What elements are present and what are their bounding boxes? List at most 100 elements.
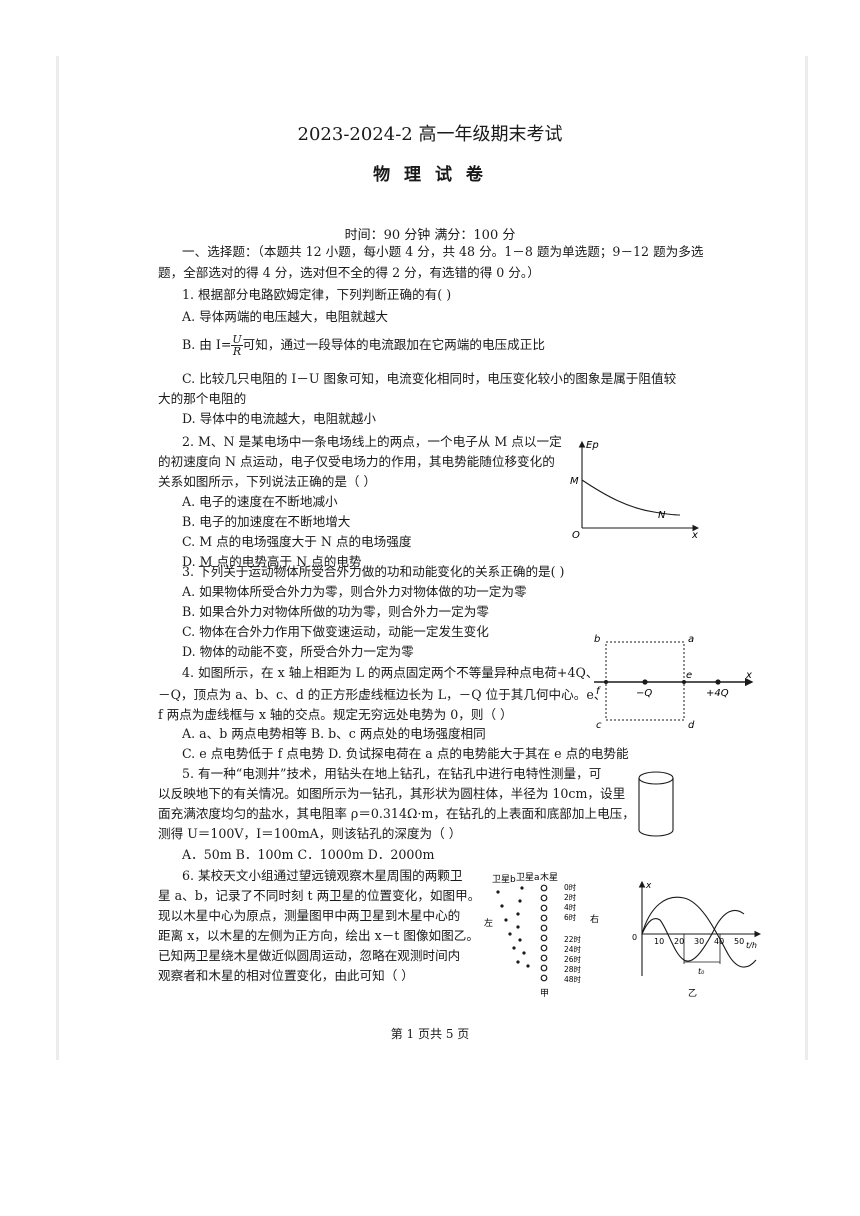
jupiter-position-dot: [540, 904, 548, 912]
q4-stem-line-1: 4. 如图所示，在 x 轴上相距为 L 的两点固定两个不等量异种点电荷+4Q、: [182, 665, 599, 680]
q4-charge-diagram: b a c d e f −Q +4Q x: [594, 634, 754, 731]
q4-options-ab: A. a、b 两点电势相等 B. b、c 两点处的电场强度相同: [182, 726, 486, 741]
q4-stem-line-3: f 两点为虚线框与 x 轴的交点。规定无穷远处电势为 0，则（ ）: [158, 707, 513, 722]
satellite-dot-columns: [496, 884, 548, 982]
q2-origin: O: [572, 530, 580, 540]
tick-label: 50: [734, 937, 744, 946]
satellite-a-dot: [522, 951, 526, 955]
fraction-numerator: U: [231, 333, 243, 346]
q2-ep-curve: [581, 479, 681, 516]
label-left: 左: [484, 917, 493, 929]
q3-option-b: B. 如果合外力对物体所做的功为零，则合外力一定为零: [182, 604, 489, 619]
q2-option-c: C. M 点的电场强度大于 N 点的电场强度: [182, 534, 412, 549]
exam-title: 2023-2024-2 高一年级期末考试: [297, 124, 563, 145]
section-instruction-line-2: 题，全部选对的得 4 分，选对但不全的得 2 分，有选错的得 0 分。）: [158, 265, 540, 280]
q4-negative-charge-dot: [642, 679, 648, 685]
satellite-a-dot: [520, 886, 524, 890]
time-label: 26时: [564, 954, 582, 964]
q1-option-d: D. 导体中的电流越大，电阻就越小: [182, 411, 376, 426]
q6-stem-line-2: 星 a、b，记录了不同时刻 t 两卫星的位置变化，如图甲。: [158, 888, 481, 903]
q2-option-b: B. 电子的加速度在不断地增大: [182, 514, 351, 529]
q6-stem-line-5: 已知两卫星绕木星做近似圆周运动，忽略在观测时间内: [158, 948, 461, 963]
satellite-a-dot: [526, 964, 530, 968]
q1-option-c-line-1: C. 比较几只电阻的 I－U 图象可知，电流变化相同时，电压变化较小的图象是属于…: [182, 371, 677, 386]
time-label: 0时: [564, 882, 577, 892]
time-label: 4时: [564, 902, 577, 912]
time-label: 2时: [564, 892, 577, 902]
t0-label: t₀: [698, 967, 705, 976]
tick-label: 40: [714, 937, 724, 946]
satellite-b-dot: [500, 904, 504, 908]
q2-stem-line-1: 2. M、N 是某电场中一条电场线上的两点，一个电子从 M 点以一定: [182, 434, 562, 449]
jupiter-position-dot: [540, 894, 548, 902]
q5-options: A．50m B．100m C．1000m D．2000m: [182, 847, 435, 862]
satellite-a-curve: [641, 896, 757, 968]
q6-stem-line-6: 观察者和木星的相对位置变化，由此可知（ ）: [158, 968, 414, 983]
jupiter-position-dot: [540, 914, 548, 922]
jupiter-position-dot: [540, 954, 548, 962]
q3-option-c: C. 物体在合外力作用下做变速运动，动能一定发生变化: [182, 624, 489, 639]
q6-graph-t-label: t/h: [746, 941, 757, 950]
q6-x-t-graph: x 0 t/h 10 20 30 40 50 t₀ 乙: [632, 880, 762, 999]
jupiter-position-dot: [540, 924, 548, 932]
q3-stem: 3. 下列关于运动物体所受合外力做的功和动能变化的关系正确的是( ): [182, 564, 565, 579]
q4-label-b: b: [594, 634, 600, 645]
q2-y-label: Ep: [586, 440, 599, 451]
q5-borehole-cylinder: [638, 771, 674, 837]
q5-stem-line-3: 面充满浓度均匀的盐水，其电阻率 ρ＝0.314Ω·m，在钻孔的上表面和底部加上电…: [158, 806, 635, 821]
satellite-a-dot: [516, 925, 520, 929]
satellite-b-dot: [504, 918, 508, 922]
satellite-b-dot: [512, 946, 516, 950]
time-label: 28时: [564, 964, 582, 974]
q1-option-b-suffix: 可知，通过一段导体的电流跟加在它两端的电压成正比: [242, 337, 545, 352]
q5-stem-line-1: 5. 有一种“电测井”技术，用钻头在地上钻孔，在钻孔中进行电特性测量，可: [182, 766, 602, 781]
observation-time-labels: 0时 2时 4时 6时 22时 24时 26时 28时 48时: [564, 882, 582, 984]
figure-jia-caption: 甲: [540, 988, 549, 999]
satellite-a-dot: [518, 938, 522, 942]
q5-stem-line-2: 以反映地下的有关情况。如图所示为一钻孔，其形状为圆柱体，半径为 10cm，设里: [158, 786, 626, 801]
jupiter-position-dot: [540, 964, 548, 972]
q1-option-c-line-2: 大的那个电阻的: [158, 391, 247, 406]
tick-label: 20: [674, 937, 684, 946]
tick-label: 10: [654, 937, 664, 946]
exam-sheet: [56, 56, 808, 1060]
q5-stem-line-4: 测得 U＝100V，I＝100mA，则该钻孔的深度为（ ）: [158, 826, 462, 841]
q3-option-d: D. 物体的动能不变，所受合外力一定为零: [182, 644, 414, 659]
q2-stem-line-3: 关系如图所示，下列说法正确的是（ ）: [158, 474, 377, 489]
q3-option-a: A. 如果物体所受合外力为零，则合外力对物体做的功一定为零: [182, 584, 527, 599]
jupiter-position-dot: [540, 944, 548, 952]
subject-title: 物 理 试 卷: [373, 165, 487, 185]
q4-label-e: e: [686, 670, 692, 681]
time-label: 6时: [564, 912, 577, 922]
jupiter-position-dot: [540, 934, 548, 942]
q4-label-pos-4q: +4Q: [706, 688, 729, 699]
time-label: 22时: [564, 934, 582, 944]
satellite-b-dot: [516, 960, 520, 964]
cylinder-top: [638, 771, 674, 785]
q4-x-label: x: [745, 670, 752, 681]
q4-label-f: f: [596, 686, 601, 697]
time-label: 48时: [564, 974, 582, 984]
label-right: 右: [590, 913, 599, 925]
jupiter-position-dot: [540, 974, 548, 982]
figure-yi-caption: 乙: [688, 988, 697, 999]
q6-graph-x-label: x: [645, 881, 652, 891]
q4-label-c: c: [596, 720, 602, 731]
page-footer: 第 1 页共 5 页: [390, 1027, 470, 1041]
q4-point-e-dot: [682, 680, 686, 684]
exam-info: 时间：90 分钟 满分：100 分: [344, 228, 516, 243]
satellite-b-dot: [508, 932, 512, 936]
q2-stem-line-2: 的初速度向 N 点运动，电子仅受电场力的作用，其电势能随位移变化的: [158, 454, 555, 469]
q4-label-d: d: [688, 720, 695, 731]
q2-potential-energy-graph: Ep M N O x: [570, 440, 700, 540]
q2-option-a: A. 电子的速度在不断地减小: [182, 494, 338, 509]
q1-option-a: A. 导体两端的电压越大，电阻就越大: [182, 309, 389, 324]
q1-stem: 1. 根据部分电路欧姆定律，下列判断正确的有( ): [182, 287, 452, 302]
q6-satellite-position-figure: 卫星b 卫星a 木星 左 右 甲 0时 2时 4时 6时 22时 24时 26时…: [484, 871, 599, 999]
label-jupiter: 木星: [540, 871, 558, 883]
q4-label-a: a: [688, 634, 694, 645]
q2-x-label: x: [691, 530, 698, 540]
q2-point-n: N: [658, 510, 666, 521]
